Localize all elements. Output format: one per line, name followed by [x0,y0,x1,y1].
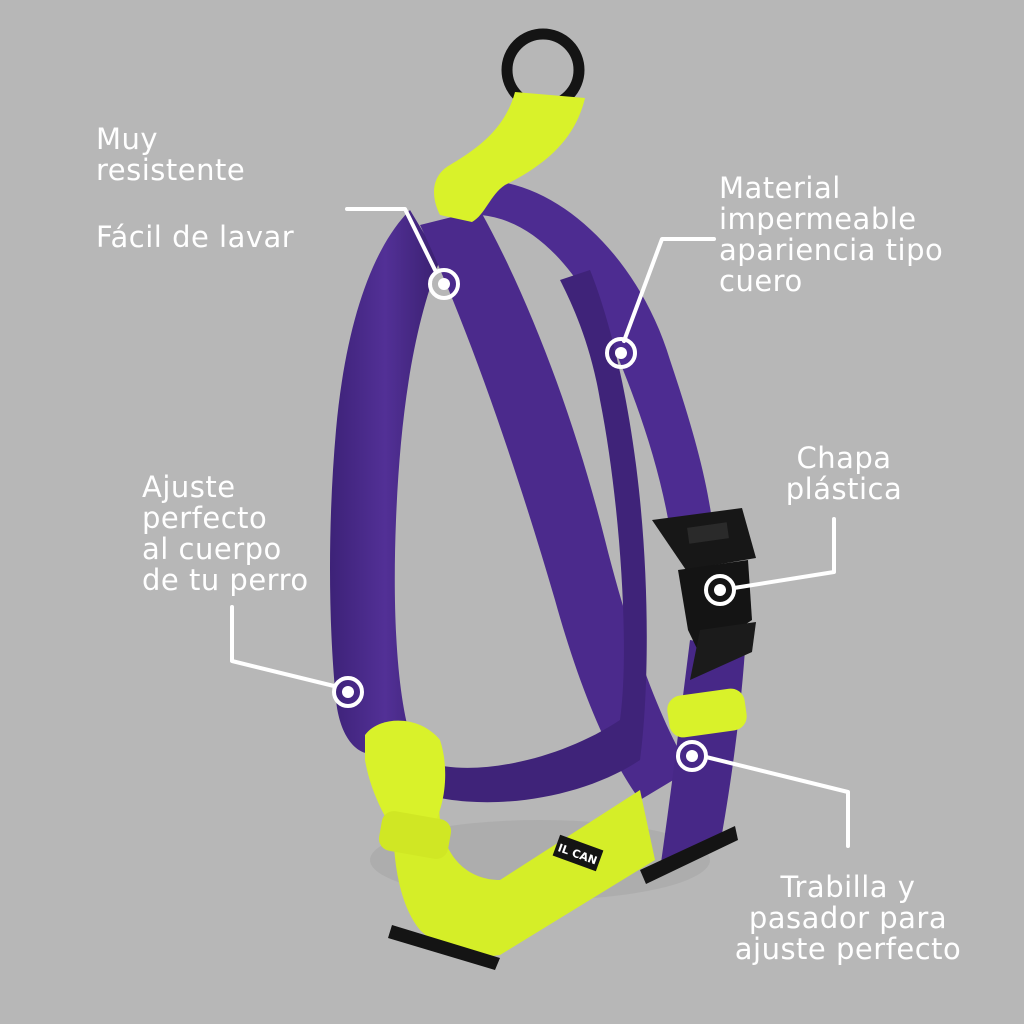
brand-tag [552,834,604,872]
washable-marker-dot [438,278,450,290]
loop-leader-line [704,755,850,848]
washable-marker [428,268,460,300]
callout-plate: Chapa plástica [785,441,903,506]
left-lime-keeper [378,811,452,859]
callout-washable: Fácil de lavar [96,220,295,254]
material-marker-dot [615,347,627,359]
plate-leader-line [732,517,836,590]
callout-loop: Trabilla y pasador para ajuste perfecto [734,870,962,966]
right-lime-keeper [667,688,747,738]
material-leader-line [622,237,716,343]
fit-marker-dot [342,686,354,698]
top-lime-connector [434,92,585,222]
right-purple-strap [480,180,712,530]
callout-fit: Ajuste perfecto al cuerpo de tu perro [142,470,309,597]
loop-marker [676,740,708,772]
left-adjuster [388,925,500,970]
plastic-buckle [652,508,756,680]
callout-material: Material impermeable apariencia tipo cue… [719,171,944,298]
left-purple-strap [330,210,440,754]
left-lime-loop [365,720,446,840]
plate-marker [704,574,736,606]
right-adjuster [640,826,738,884]
washable-leader-line [345,207,438,274]
material-marker [605,337,637,369]
chest-purple-loop [410,270,647,803]
plate-marker-dot [714,584,726,596]
fit-marker [332,676,364,708]
diagonal-purple-strap [420,210,690,800]
fit-leader-line [230,605,336,688]
loop-marker-dot [686,750,698,762]
callout-resistant: Muy resistente [96,122,246,187]
lime-belly-strap [393,780,655,957]
